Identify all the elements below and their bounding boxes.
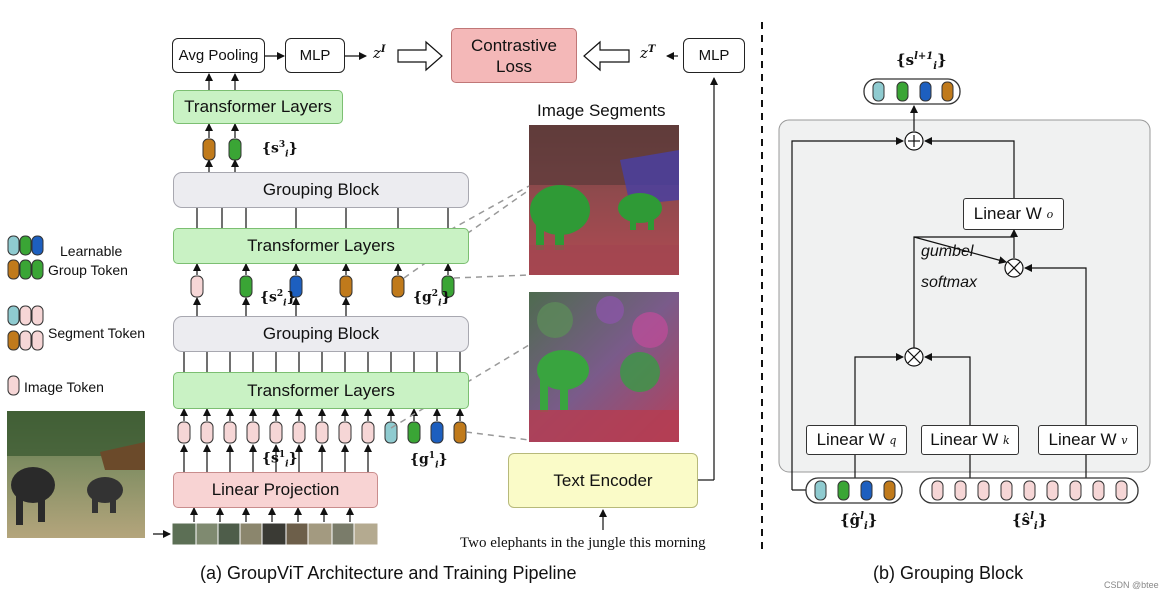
g2-label: {g2i} [413, 289, 451, 309]
linear-wv-box: Linear W v [1038, 425, 1138, 455]
text-input-sentence: Two elephants in the jungle this morning [460, 535, 706, 551]
mlp-image-box: MLP [285, 38, 345, 73]
s3-label: {s3i} [262, 140, 298, 160]
mlp-image-label: MLP [299, 47, 331, 64]
softmax-label: softmax [921, 274, 978, 291]
s1-label: {s1i} [262, 450, 298, 470]
grouping-block-2-label: Grouping Block [262, 180, 380, 199]
g1-label: {g1i} [410, 451, 448, 471]
segment-image-top [529, 125, 679, 275]
segment-image-bottom [529, 292, 679, 442]
text-encoder-label: Text Encoder [553, 470, 653, 490]
grouping-block-1: Grouping Block [173, 316, 469, 352]
caption-b: (b) Grouping Block [873, 563, 1024, 583]
legend-segment-token: Segment Token [48, 325, 146, 341]
linear-projection-label: Linear Projection [211, 480, 340, 499]
grouping-block-1-label: Grouping Block [262, 324, 380, 343]
input-photo [7, 411, 145, 538]
contrastive-loss-label-1: Contrastive [471, 35, 557, 55]
s-out-label: {sl+1i} [896, 51, 947, 72]
linear-projection-box: Linear Projection [173, 472, 378, 508]
legend-group-token: Group Token [48, 262, 128, 278]
mlp-text-label: MLP [698, 47, 730, 64]
image-patches [171, 522, 379, 546]
image-segments-title: Image Segments [537, 101, 666, 120]
text-encoder-box: Text Encoder [508, 453, 698, 508]
transformer-bottom-label: Transformer Layers [247, 380, 395, 400]
avg-pooling-box: Avg Pooling [172, 38, 265, 73]
mlp-text-box: MLP [683, 38, 745, 73]
transformer-layers-bottom: Transformer Layers [173, 372, 469, 409]
legend-image-token: Image Token [24, 379, 104, 395]
transformer-mid-label: Transformer Layers [247, 236, 395, 255]
legend-tokens [7, 235, 44, 396]
grouping-block-2: Grouping Block [173, 172, 469, 208]
s2-label: {s2i} [260, 289, 296, 309]
linear-wq-box: Linear W q [806, 425, 907, 455]
linear-wk-box: Linear W k [921, 425, 1019, 455]
hollow-arrow-right-icon [397, 40, 443, 72]
g-in-label: {ĝli} [840, 511, 878, 532]
legend-learnable: Learnable [60, 243, 123, 259]
watermark: CSDN @btee [1104, 580, 1159, 590]
grouping-block-panel [778, 119, 1151, 473]
s-in-label: {ŝli} [1012, 511, 1048, 532]
caption-a: (a) GroupViT Architecture and Training P… [200, 563, 577, 583]
contrastive-loss-label-2: Loss [496, 56, 532, 76]
linear-wo-box: Linear W o [963, 198, 1064, 230]
transformer-layers-top: Transformer Layers [173, 90, 343, 124]
hollow-arrow-left-icon [583, 40, 630, 72]
z-text-label: zT [640, 44, 656, 62]
transformer-layers-mid: Transformer Layers [173, 228, 469, 264]
contrastive-loss-box: Contrastive Loss [451, 28, 577, 83]
transformer-top-label: Transformer Layers [184, 97, 332, 116]
avg-pooling-label: Avg Pooling [178, 47, 259, 64]
gumbel-label: gumbel [921, 243, 974, 260]
z-image-label: zI [373, 44, 386, 62]
